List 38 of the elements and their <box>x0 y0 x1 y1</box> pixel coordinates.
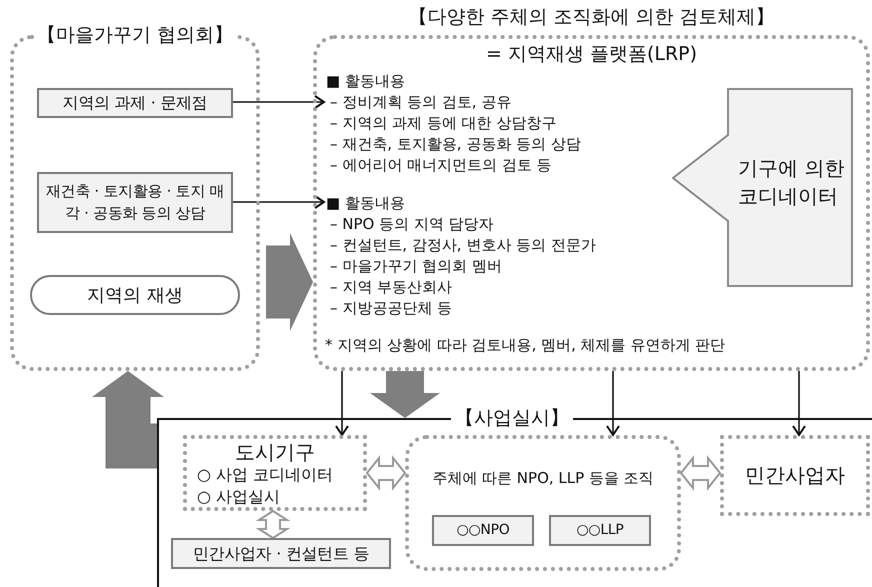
text-box: 민간사업자 · 컨설턴트 등 <box>171 538 391 569</box>
dotted-panel <box>405 435 681 571</box>
double-arrow <box>680 455 722 491</box>
list-item: – 지방공공단체 등 <box>330 299 452 318</box>
list-heading: ■ 활동내용 <box>326 72 405 91</box>
list-item: – 지역의 과제 등에 대한 상담창구 <box>330 114 556 133</box>
list-item: ○ 사업실시 <box>197 487 280 508</box>
block-arrow <box>266 233 313 331</box>
panel-heading: 【다양한 주체의 조직화에 의한 검토체제】 <box>408 5 775 30</box>
text-box: 지역의 과제 · 문제점 <box>37 88 233 118</box>
note-text: * 지역의 상황에 따라 검토내용, 멤버, 체제를 유연하게 판단 <box>325 336 726 355</box>
list-item: ○ 사업 코디네이터 <box>197 465 334 486</box>
block-arrow <box>370 371 440 418</box>
list-item: – NPO 등의 지역 담당자 <box>330 215 494 234</box>
text-box: ○○NPO <box>432 515 534 546</box>
text-box: ○○LLP <box>549 515 651 546</box>
dotted-box <box>183 435 367 511</box>
arrow <box>606 371 620 436</box>
panel-text: 주체에 따른 NPO, LLP 등을 조직 <box>432 469 654 488</box>
double-arrow <box>256 510 290 540</box>
list-item: – 컨설턴트, 감정사, 변호사 등의 전문가 <box>330 236 596 255</box>
box-heading: 도시기구 <box>235 439 315 466</box>
list-item: – 지역 부동산회사 <box>330 278 452 297</box>
rounded-box: 지역의 재생 <box>30 275 240 315</box>
arrow <box>233 195 325 209</box>
list-heading: ■ 활동내용 <box>326 194 405 213</box>
list-item: – 마을가꾸기 협의회 멤버 <box>330 257 502 276</box>
text-box: 재건축 · 토지활용 · 토지 매각 · 공동화 등의 상담 <box>37 172 233 233</box>
arrow <box>792 371 806 436</box>
shape-label: 기구에 의한 코디네이터 <box>738 155 846 210</box>
arrow <box>233 95 325 109</box>
dotted-box: 민간사업자 <box>720 435 870 516</box>
panel-subheading: = 지역재생 플랫폼(LRP) <box>486 42 698 67</box>
list-item: – 정비계획 등의 검토, 공유 <box>330 93 512 112</box>
list-item: – 에어리어 매너지먼트의 검토 등 <box>330 156 552 175</box>
arrow <box>335 371 349 436</box>
double-arrow <box>366 455 406 491</box>
list-item: – 재건축, 토지활용, 공동화 등의 상담 <box>330 135 581 154</box>
